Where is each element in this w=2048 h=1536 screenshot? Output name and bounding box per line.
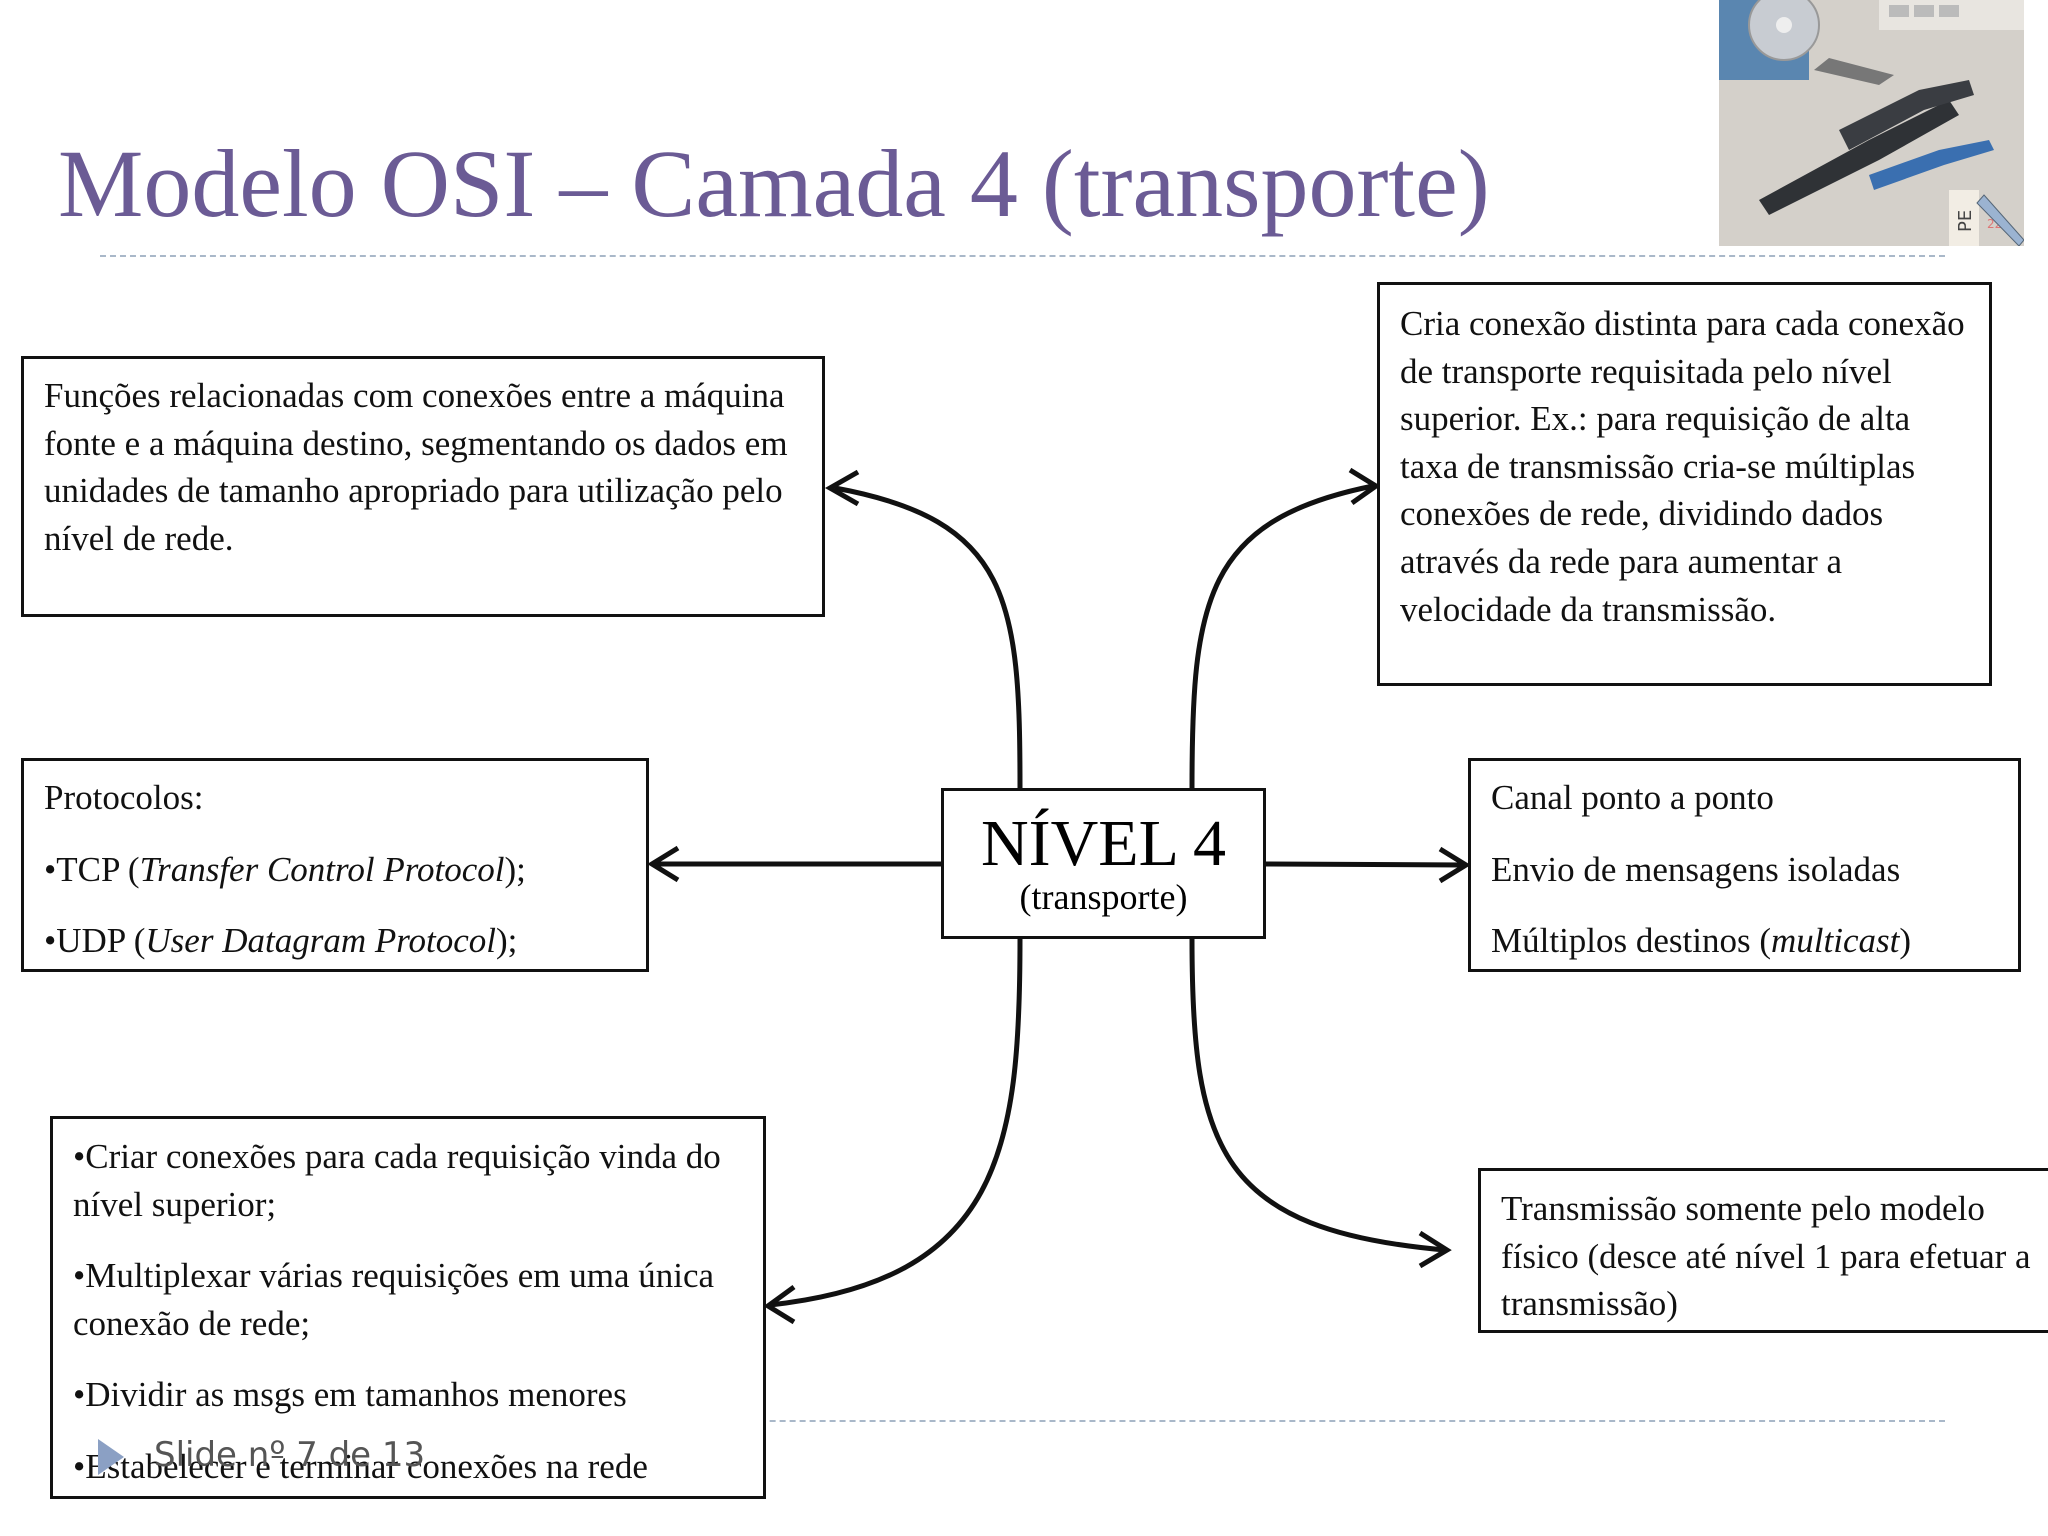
task-item-3: •Dividir as msgs em tamanhos menores xyxy=(73,1375,627,1415)
protocols-heading: Protocolos: xyxy=(44,778,204,817)
arrowhead-tasks xyxy=(763,1284,796,1325)
tools-photo: PE 22 xyxy=(1719,0,2024,246)
top-divider xyxy=(100,255,1945,257)
channel-line-3-prefix: Múltiplos destinos ( xyxy=(1491,921,1772,960)
arrowhead-channel xyxy=(1438,846,1471,884)
tasks-box: •Criar conexões para cada requisição vin… xyxy=(50,1116,766,1499)
arrow-to-physical xyxy=(1189,938,1446,1253)
arrow-to-functions xyxy=(834,485,1023,789)
arrowhead-distinct-connection xyxy=(1348,467,1381,506)
channel-line-3-italic: multicast xyxy=(1771,921,1900,960)
arrow-to-channel xyxy=(1265,861,1466,868)
slide-title: Modelo OSI – Camada 4 (transporte) xyxy=(58,130,1490,237)
protocol-tcp-prefix: •TCP ( xyxy=(44,849,140,889)
channel-box: Canal ponto a ponto Envio de mensagens i… xyxy=(1468,758,2021,972)
channel-line-3: Múltiplos destinos (multicast) xyxy=(1491,918,1998,964)
distinct-connection-text: Cria conexão distinta para cada conexão … xyxy=(1400,304,1965,629)
slide-number: Slide nº 7 de 13 xyxy=(154,1435,426,1475)
task-item-4: •Estabelecer e terminar conexões na rede xyxy=(73,1446,648,1486)
tools-photo-image: PE 22 xyxy=(1719,0,2024,246)
physical-box: Transmissão somente pelo modelo físico (… xyxy=(1478,1168,2048,1333)
slide-footer: Slide nº 7 de 13 xyxy=(98,1435,425,1475)
task-item-2: •Multiplexar várias requisições em uma ú… xyxy=(73,1256,715,1343)
channel-line-1: Canal ponto a ponto xyxy=(1491,778,1774,817)
photo-label: PE xyxy=(1955,210,1976,232)
arrowhead-functions xyxy=(824,469,860,507)
central-node: NÍVEL 4 (transporte) xyxy=(941,788,1266,939)
functions-box: Funções relacionadas com conexões entre … xyxy=(21,356,825,617)
arrowhead-physical xyxy=(1418,1230,1452,1269)
protocol-tcp: •TCP (Transfer Control Protocol); xyxy=(44,847,626,893)
distinct-connection-box: Cria conexão distinta para cada conexão … xyxy=(1377,282,1992,686)
arrow-to-tasks xyxy=(769,938,1023,1308)
arrow-to-distinct-connection xyxy=(1189,483,1374,789)
protocol-udp-prefix: •UDP ( xyxy=(44,921,146,960)
task-item-1: •Criar conexões para cada requisição vin… xyxy=(73,1137,721,1224)
functions-text: Funções relacionadas com conexões entre … xyxy=(44,376,788,558)
central-node-title: NÍVEL 4 xyxy=(981,807,1226,880)
bottom-divider xyxy=(100,1420,1945,1422)
channel-line-2: Envio de mensagens isoladas xyxy=(1491,849,1901,889)
central-node-subtitle: (transporte) xyxy=(1019,877,1188,918)
physical-text: Transmissão somente pelo modelo físico (… xyxy=(1501,1189,2031,1324)
protocol-tcp-suffix: ); xyxy=(504,849,526,889)
protocol-udp-name: User Datagram Protocol xyxy=(145,921,497,960)
protocol-tcp-name: Transfer Control Protocol xyxy=(139,849,505,889)
channel-line-3-suffix: ) xyxy=(1899,921,1912,960)
protocols-box: Protocolos: •TCP (Transfer Control Proto… xyxy=(21,758,649,972)
play-triangle-icon xyxy=(98,1438,124,1475)
protocol-udp: •UDP (User Datagram Protocol); xyxy=(44,918,626,964)
protocol-udp-suffix: ); xyxy=(496,921,518,960)
arrowhead-protocols xyxy=(647,845,680,883)
